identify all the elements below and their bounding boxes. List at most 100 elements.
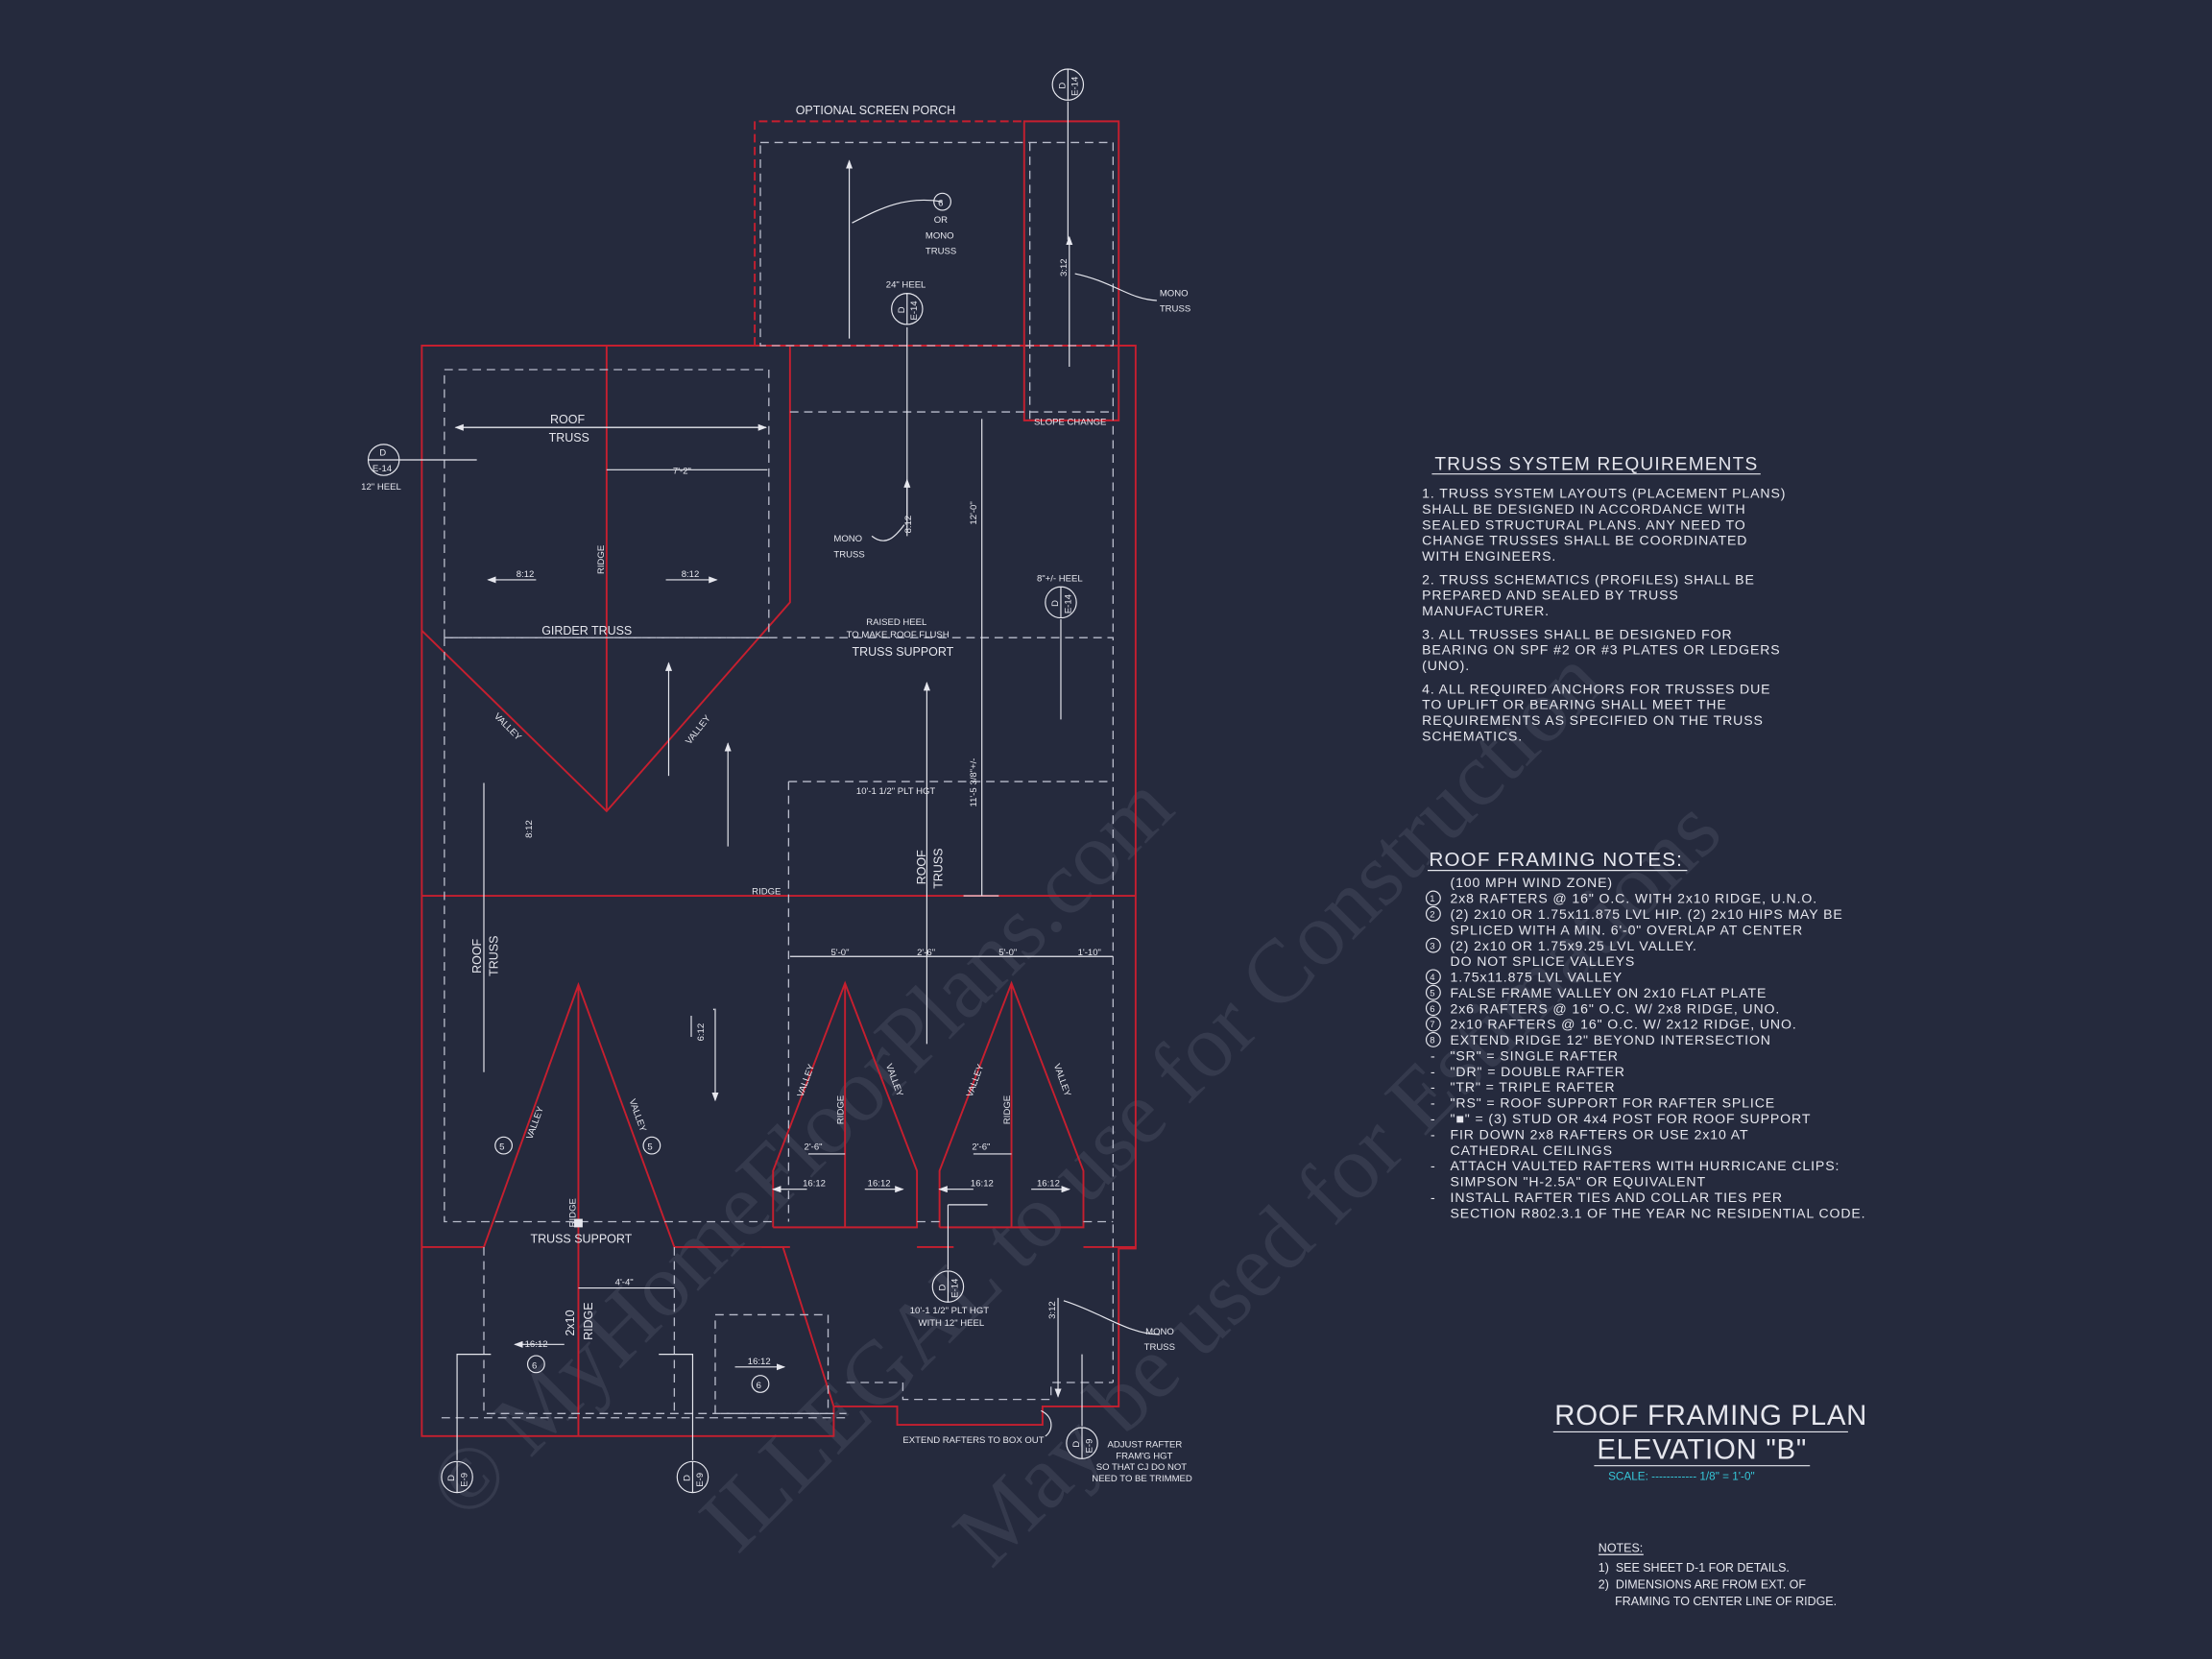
roof-framing-note-line: CATHEDRAL CEILINGS	[1451, 1142, 1613, 1158]
roof-framing-note-line: "■" = (3) STUD OR 4x4 POST FOR ROOF SUPP…	[1451, 1111, 1812, 1126]
note-number: 4	[1430, 973, 1435, 983]
note-number-circle	[1425, 890, 1441, 906]
sheet-note-line: 2) DIMENSIONS ARE FROM EXT. OF	[1599, 1578, 1807, 1592]
label-truss: TRUSS	[932, 848, 946, 888]
roof-framing-note-line: (100 MPH WIND ZONE)	[1451, 875, 1613, 890]
svg-text:E-9: E-9	[695, 1473, 706, 1487]
bearing-lines	[441, 141, 1115, 1419]
roof-framing-note-line: 2x6 RAFTERS @ 16" O.C. W/ 2x8 RIDGE, UNO…	[1451, 1000, 1781, 1016]
truss-requirement-line: 2. TRUSS SCHEMATICS (PROFILES) SHALL BE	[1422, 571, 1755, 587]
svg-text:D: D	[897, 306, 907, 313]
label-roof: ROOF	[470, 938, 484, 973]
note-bullet: -	[1431, 1079, 1436, 1094]
roof-framing-notes: ROOF FRAMING NOTES: (100 MPH WIND ZONE)1…	[1425, 849, 1865, 1220]
svg-text:E-14: E-14	[1063, 593, 1073, 613]
label-truss: TRUSS	[926, 246, 956, 256]
ridge-label: RIDGE	[596, 545, 607, 574]
heel-12: 12" HEEL	[361, 482, 401, 493]
pitch-8-12: 8:12	[682, 569, 700, 580]
truss-requirement-line: CHANGE TRUSSES SHALL BE COORDINATED	[1422, 533, 1747, 548]
truss-requirement-line: SHALL BE DESIGNED IN ACCORDANCE WITH	[1422, 501, 1745, 517]
truss-requirement-line: (UNO).	[1422, 658, 1470, 673]
roof-framing-note-line: "DR" = DOUBLE RAFTER	[1451, 1064, 1625, 1079]
roof-framing-note-line: SIMPSON "H-2.5A" OR EQUIVALENT	[1451, 1174, 1706, 1190]
pitch-8-12: 8:12	[524, 820, 535, 838]
note-number: 8	[1430, 1036, 1434, 1046]
dim-12-0: 12'-0"	[969, 501, 979, 524]
truss-requirement-line: 4. ALL REQUIRED ANCHORS FOR TRUSSES DUE	[1422, 681, 1770, 696]
roof-framing-note-line: "RS" = ROOF SUPPORT FOR RAFTER SPLICE	[1451, 1095, 1776, 1111]
roof-framing-note-line: "SR" = SINGLE RAFTER	[1451, 1047, 1619, 1063]
note-number-circle	[1425, 1000, 1441, 1017]
framing-outline	[421, 120, 1137, 1437]
plt-hgt: 10'-1 1/2" PLT HGT	[856, 786, 935, 797]
post-marker	[574, 1218, 583, 1228]
truss-support: TRUSS SUPPORT	[853, 645, 954, 659]
note-bullet: -	[1431, 1047, 1436, 1063]
roof-framing-notes-lines: (100 MPH WIND ZONE) 1 2x8 RAFTERS @ 16" O.…	[1425, 875, 1865, 1220]
svg-text:D: D	[379, 448, 386, 459]
note-bullet: -	[1431, 1190, 1436, 1205]
callout-6: 6	[938, 199, 943, 209]
extend-rafters: EXTEND RAFTERS TO BOX OUT	[902, 1435, 1044, 1446]
roof-framing-note-line: SPLICED WITH A MIN. 6'-0" OVERLAP AT CEN…	[1451, 922, 1803, 937]
dim-2-6: 2'-6"	[972, 1142, 990, 1153]
dim-4-4: 4'-4"	[615, 1278, 634, 1288]
adjust-note-3: SO THAT CJ DO NOT	[1096, 1462, 1188, 1473]
ridge-label: RIDGE	[1002, 1095, 1013, 1124]
valley-label: VALLEY	[965, 1063, 987, 1099]
note-number: 1	[1430, 894, 1434, 904]
callout-5: 5	[647, 1142, 652, 1153]
truss-requirement-line: TO UPLIFT OR BEARING SHALL MEET THE	[1422, 697, 1727, 712]
ridge-label: RIDGE	[752, 887, 781, 898]
dim-11-5: 11'-5 3/8"+/-	[969, 758, 979, 807]
svg-text:E-14: E-14	[909, 301, 920, 321]
label-mono: MONO	[1160, 289, 1189, 300]
note-number: 5	[1430, 988, 1434, 998]
pitch-3-12: 3:12	[1059, 258, 1070, 276]
note-number-circle	[1425, 984, 1441, 1000]
pitch-16-12: 16:12	[748, 1357, 771, 1367]
sheet-notes: NOTES: 1) SEE SHEET D-1 FOR DETAILS.2) D…	[1599, 1541, 1837, 1608]
truss-requirement-line: SCHEMATICS.	[1422, 728, 1523, 743]
pitch-16-12: 16:12	[803, 1179, 826, 1190]
girder-truss: GIRDER TRUSS	[541, 624, 632, 637]
roof-framing-note-line: DO NOT SPLICE VALLEYS	[1451, 953, 1636, 969]
pitch-16-12: 16:12	[971, 1179, 994, 1190]
label-roof: ROOF	[915, 850, 928, 884]
pitch-16-12: 16:12	[1037, 1179, 1060, 1190]
svg-text:D: D	[446, 1475, 457, 1481]
label-mono: MONO	[833, 534, 862, 544]
label-or: OR	[934, 215, 948, 226]
note-number-circle	[1425, 1032, 1441, 1047]
truss-requirement-line: 1. TRUSS SYSTEM LAYOUTS (PLACEMENT PLANS…	[1422, 486, 1786, 501]
ridge-label: RIDGE	[568, 1198, 579, 1227]
roof-framing-note-line: 2x8 RAFTERS @ 16" O.C. WITH 2x10 RIDGE, …	[1451, 891, 1818, 906]
truss-requirement-line: 3. ALL TRUSSES SHALL BE DESIGNED FOR	[1422, 626, 1732, 641]
roof-framing-note-line: EXTEND RIDGE 12" BEYOND INTERSECTION	[1451, 1032, 1771, 1047]
adjust-note-2: FRAM'G HGT	[1116, 1451, 1172, 1461]
roof-framing-note-line: 2x10 RAFTERS @ 16" O.C. W/ 2x12 RIDGE, U…	[1451, 1017, 1797, 1032]
svg-text:D: D	[937, 1284, 948, 1290]
truss-requirement-line: BEARING ON SPF #2 OR #3 PLATES OR LEDGER…	[1422, 642, 1780, 658]
note-number-circle	[1425, 1016, 1441, 1032]
note-number: 2	[1430, 910, 1434, 921]
drawing-subtitle: ELEVATION "B"	[1597, 1433, 1807, 1465]
note-number-circle	[1425, 905, 1441, 922]
label-roof: ROOF	[550, 413, 585, 426]
note-bullet: -	[1431, 1126, 1436, 1142]
adjust-note-1: ADJUST RAFTER	[1107, 1440, 1182, 1451]
roof-framing-note-line: FALSE FRAME VALLEY ON 2x10 FLAT PLATE	[1451, 985, 1767, 1000]
section-marker[interactable]: DE-14	[367, 444, 400, 476]
truss-support: TRUSS SUPPORT	[530, 1233, 632, 1246]
svg-text:D: D	[1057, 83, 1068, 89]
